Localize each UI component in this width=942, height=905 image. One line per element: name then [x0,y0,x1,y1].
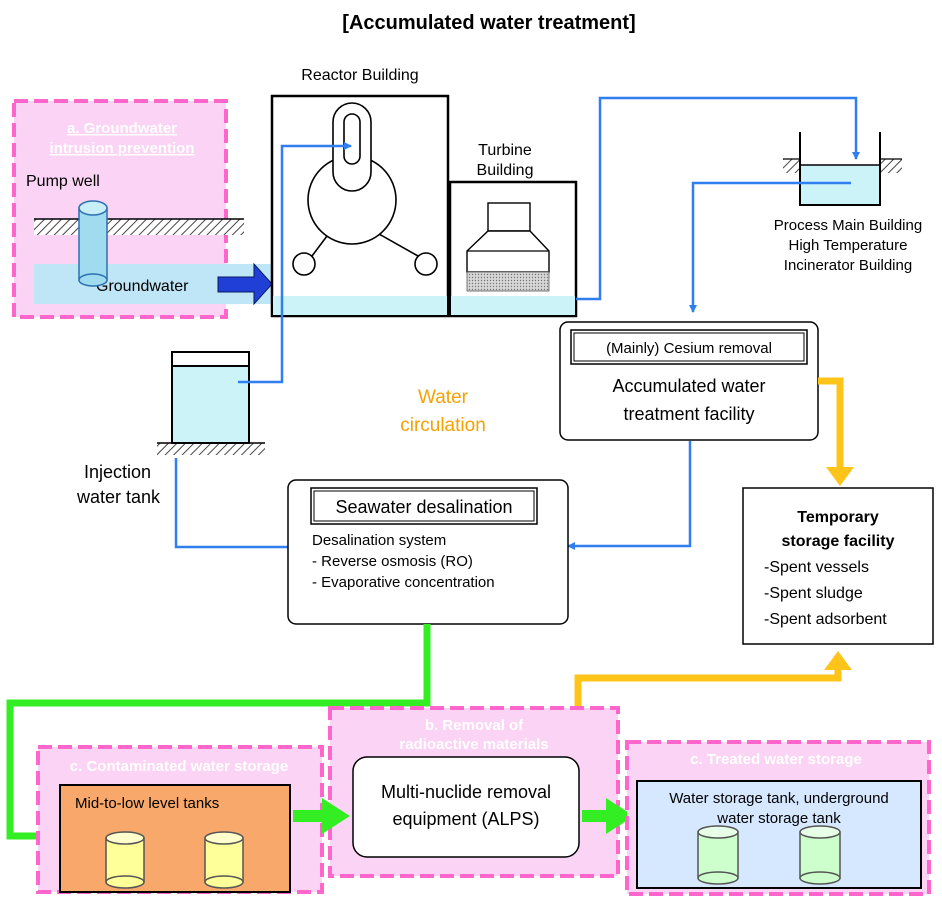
cesium-removal-facility: (Mainly) Cesium removal Accumulated wate… [559,321,819,441]
injection-tank-label-line2: water tank [76,487,161,507]
green-arrows-alps [293,798,634,834]
flow-injection-to-reactor [238,142,352,384]
desal-system-label: Desalination system [312,532,446,549]
reactor-building [270,94,450,318]
midlow-tanks-label: Mid-to-low level tanks [75,795,219,812]
temp-storage-item-1: -Spent vessels [764,559,869,576]
water-tank-label-line2: water storage tank [716,810,841,827]
alps-label-line2: equipment (ALPS) [392,809,539,829]
temporary-storage-facility: Temporary storage facility -Spent vessel… [742,487,934,645]
water-tank-label-line1: Water storage tank, underground [669,790,889,807]
temp-storage-title-line2: storage facility [782,533,895,550]
flow-desal-to-midlow-tanks [6,624,431,840]
process-main-building [783,132,902,206]
process-building-label-line1: Process Main Building [774,217,922,234]
desal-tag: Seawater desalination [335,497,512,517]
cesium-removal-tag: (Mainly) Cesium removal [606,340,772,357]
midlow-tank-icon-1 [105,831,145,889]
section-c-treated-label: c. Treated water storage [690,751,862,768]
process-building-label-line3: Incinerator Building [784,257,912,274]
section-a-label-line1: a. Groundwater [67,120,177,137]
alps-box [352,756,580,858]
section-a-label-line2: intrusion prevention [49,140,194,157]
ground-hatch-left [34,219,244,235]
page-title: [Accumulated water treatment] [342,12,635,34]
treated-tank-icon-2 [799,825,841,885]
temp-storage-title-line1: Temporary [797,509,879,526]
section-b-removal: b. Removal of radioactive materials Mult… [328,706,620,878]
blue-flow-lines [174,96,860,550]
reactor-building-label: Reactor Building [301,67,418,84]
groundwater-label: Groundwater [96,278,189,295]
flow-process-to-cesium [689,181,851,313]
arrow-midlow-to-alps [293,798,350,834]
flow-cesium-to-temp-storage [818,377,844,470]
water-circulation-label-line2: circulation [400,415,486,436]
flow-turbine-to-process [576,96,860,301]
section-c-treated: c. Treated water storage Water storage t… [625,740,931,896]
pump-well-label: Pump well [26,173,100,190]
turbine-building [448,180,578,318]
process-building-label-line2: High Temperature [789,237,908,254]
temp-storage-item-3: -Spent adsorbent [764,611,887,628]
temp-storage-item-2: -Spent sludge [764,585,863,602]
injection-tank-label-line1: Injection [84,462,151,482]
arrow-alps-to-treated [582,798,634,834]
pump-well-icon [78,200,108,287]
turbine-building-label-line2: Building [477,162,534,179]
injection-water-tank [157,351,265,455]
groundwater-inflow-arrow [217,262,273,306]
midlow-tanks-box [59,784,291,893]
treated-tank-icon-1 [697,825,739,885]
flow-cesium-to-desal [567,441,692,550]
cesium-facility-name-line1: Accumulated water [612,376,765,396]
section-b-label-line1: b. Removal of [425,717,524,734]
section-c-contaminated: c. Contaminated water storage Mid-to-low… [36,745,324,894]
midlow-tank-icon-2 [204,831,244,889]
desal-item-1: - Reverse osmosis (RO) [312,553,473,570]
alps-label-line1: Multi-nuclide removal [381,782,551,802]
section-b-label-line2: radioactive materials [399,736,548,753]
section-a-groundwater: a. Groundwater intrusion prevention Pump… [12,99,273,319]
turbine-building-label-line1: Turbine [478,142,532,159]
cesium-facility-name-line2: treatment facility [623,404,754,424]
flow-desal-to-injection [174,458,288,549]
section-c-contaminated-label: c. Contaminated water storage [70,758,288,775]
water-circulation-label-line1: Water [418,387,469,408]
desal-item-2: - Evaporative concentration [312,574,495,591]
seawater-desalination: Seawater desalination Desalination syste… [287,479,569,625]
water-storage-tank-box [636,780,922,889]
